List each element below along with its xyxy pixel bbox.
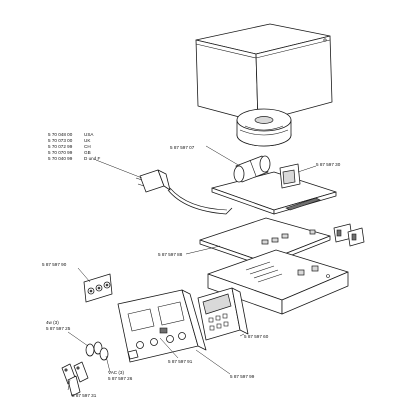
callout-main-pcb: 5 87 597 88 bbox=[158, 252, 183, 257]
variant-code: UK bbox=[84, 138, 91, 143]
variant-part: 5 70 070 99 bbox=[48, 150, 73, 155]
push-button bbox=[127, 349, 139, 360]
display-unit bbox=[197, 287, 249, 341]
rear-terminal-panel bbox=[83, 273, 113, 303]
variant-part: 5 70 048 00 bbox=[48, 132, 73, 137]
part-callouts: 5 87 597 07 5 87 597 30 5 87 597 88 5 87… bbox=[42, 145, 341, 398]
mains-plug bbox=[135, 169, 171, 193]
variant-code: CH bbox=[84, 144, 91, 149]
callout-knob-vac-note: VAC (3) bbox=[108, 370, 124, 375]
variant-part: 5 70 073 00 bbox=[48, 138, 73, 143]
callout-button: 5 87 597 91 bbox=[168, 359, 193, 364]
callout-rear-panel: 5 87 597 90 bbox=[42, 262, 67, 267]
base-chassis bbox=[207, 249, 349, 315]
transformer-pcb bbox=[211, 155, 337, 215]
callout-transformer-bracket: 5 87 597 30 bbox=[316, 162, 341, 167]
knobs bbox=[61, 341, 109, 397]
power-cord bbox=[135, 169, 233, 215]
variant-part: 5 70 040 99 bbox=[48, 156, 73, 161]
side-connectors bbox=[333, 223, 365, 247]
front-panel bbox=[117, 289, 207, 363]
transformer-bracket bbox=[279, 163, 301, 189]
banana-sockets bbox=[61, 361, 89, 397]
variant-code: GB bbox=[84, 150, 91, 155]
callout-front-panel: 5 87 597 99 bbox=[230, 374, 255, 379]
callout-knob-4w-note: 4w (3) bbox=[46, 320, 59, 325]
variant-code: D und F bbox=[84, 156, 101, 161]
knob-4w bbox=[85, 341, 109, 361]
callout-feet: 5 87 597 31 bbox=[72, 393, 97, 398]
capacitor bbox=[233, 155, 271, 183]
variant-part: 5 70 072 99 bbox=[48, 144, 73, 149]
callout-display-unit: 5 87 597 60 bbox=[244, 334, 269, 339]
callout-transformer-pcb: 5 87 597 07 bbox=[170, 145, 195, 150]
top-cover bbox=[195, 23, 333, 123]
variant-code: USA bbox=[84, 132, 94, 137]
leader-lines bbox=[67, 145, 317, 391]
callout-knob-4w: 5 87 597 25 bbox=[46, 326, 71, 331]
variant-list: 5 70 048 00 USA 5 70 073 00 UK 5 70 072 … bbox=[48, 132, 101, 161]
callout-knob-vac: 5 87 597 26 bbox=[108, 376, 133, 381]
toroidal-transformer bbox=[236, 108, 292, 147]
